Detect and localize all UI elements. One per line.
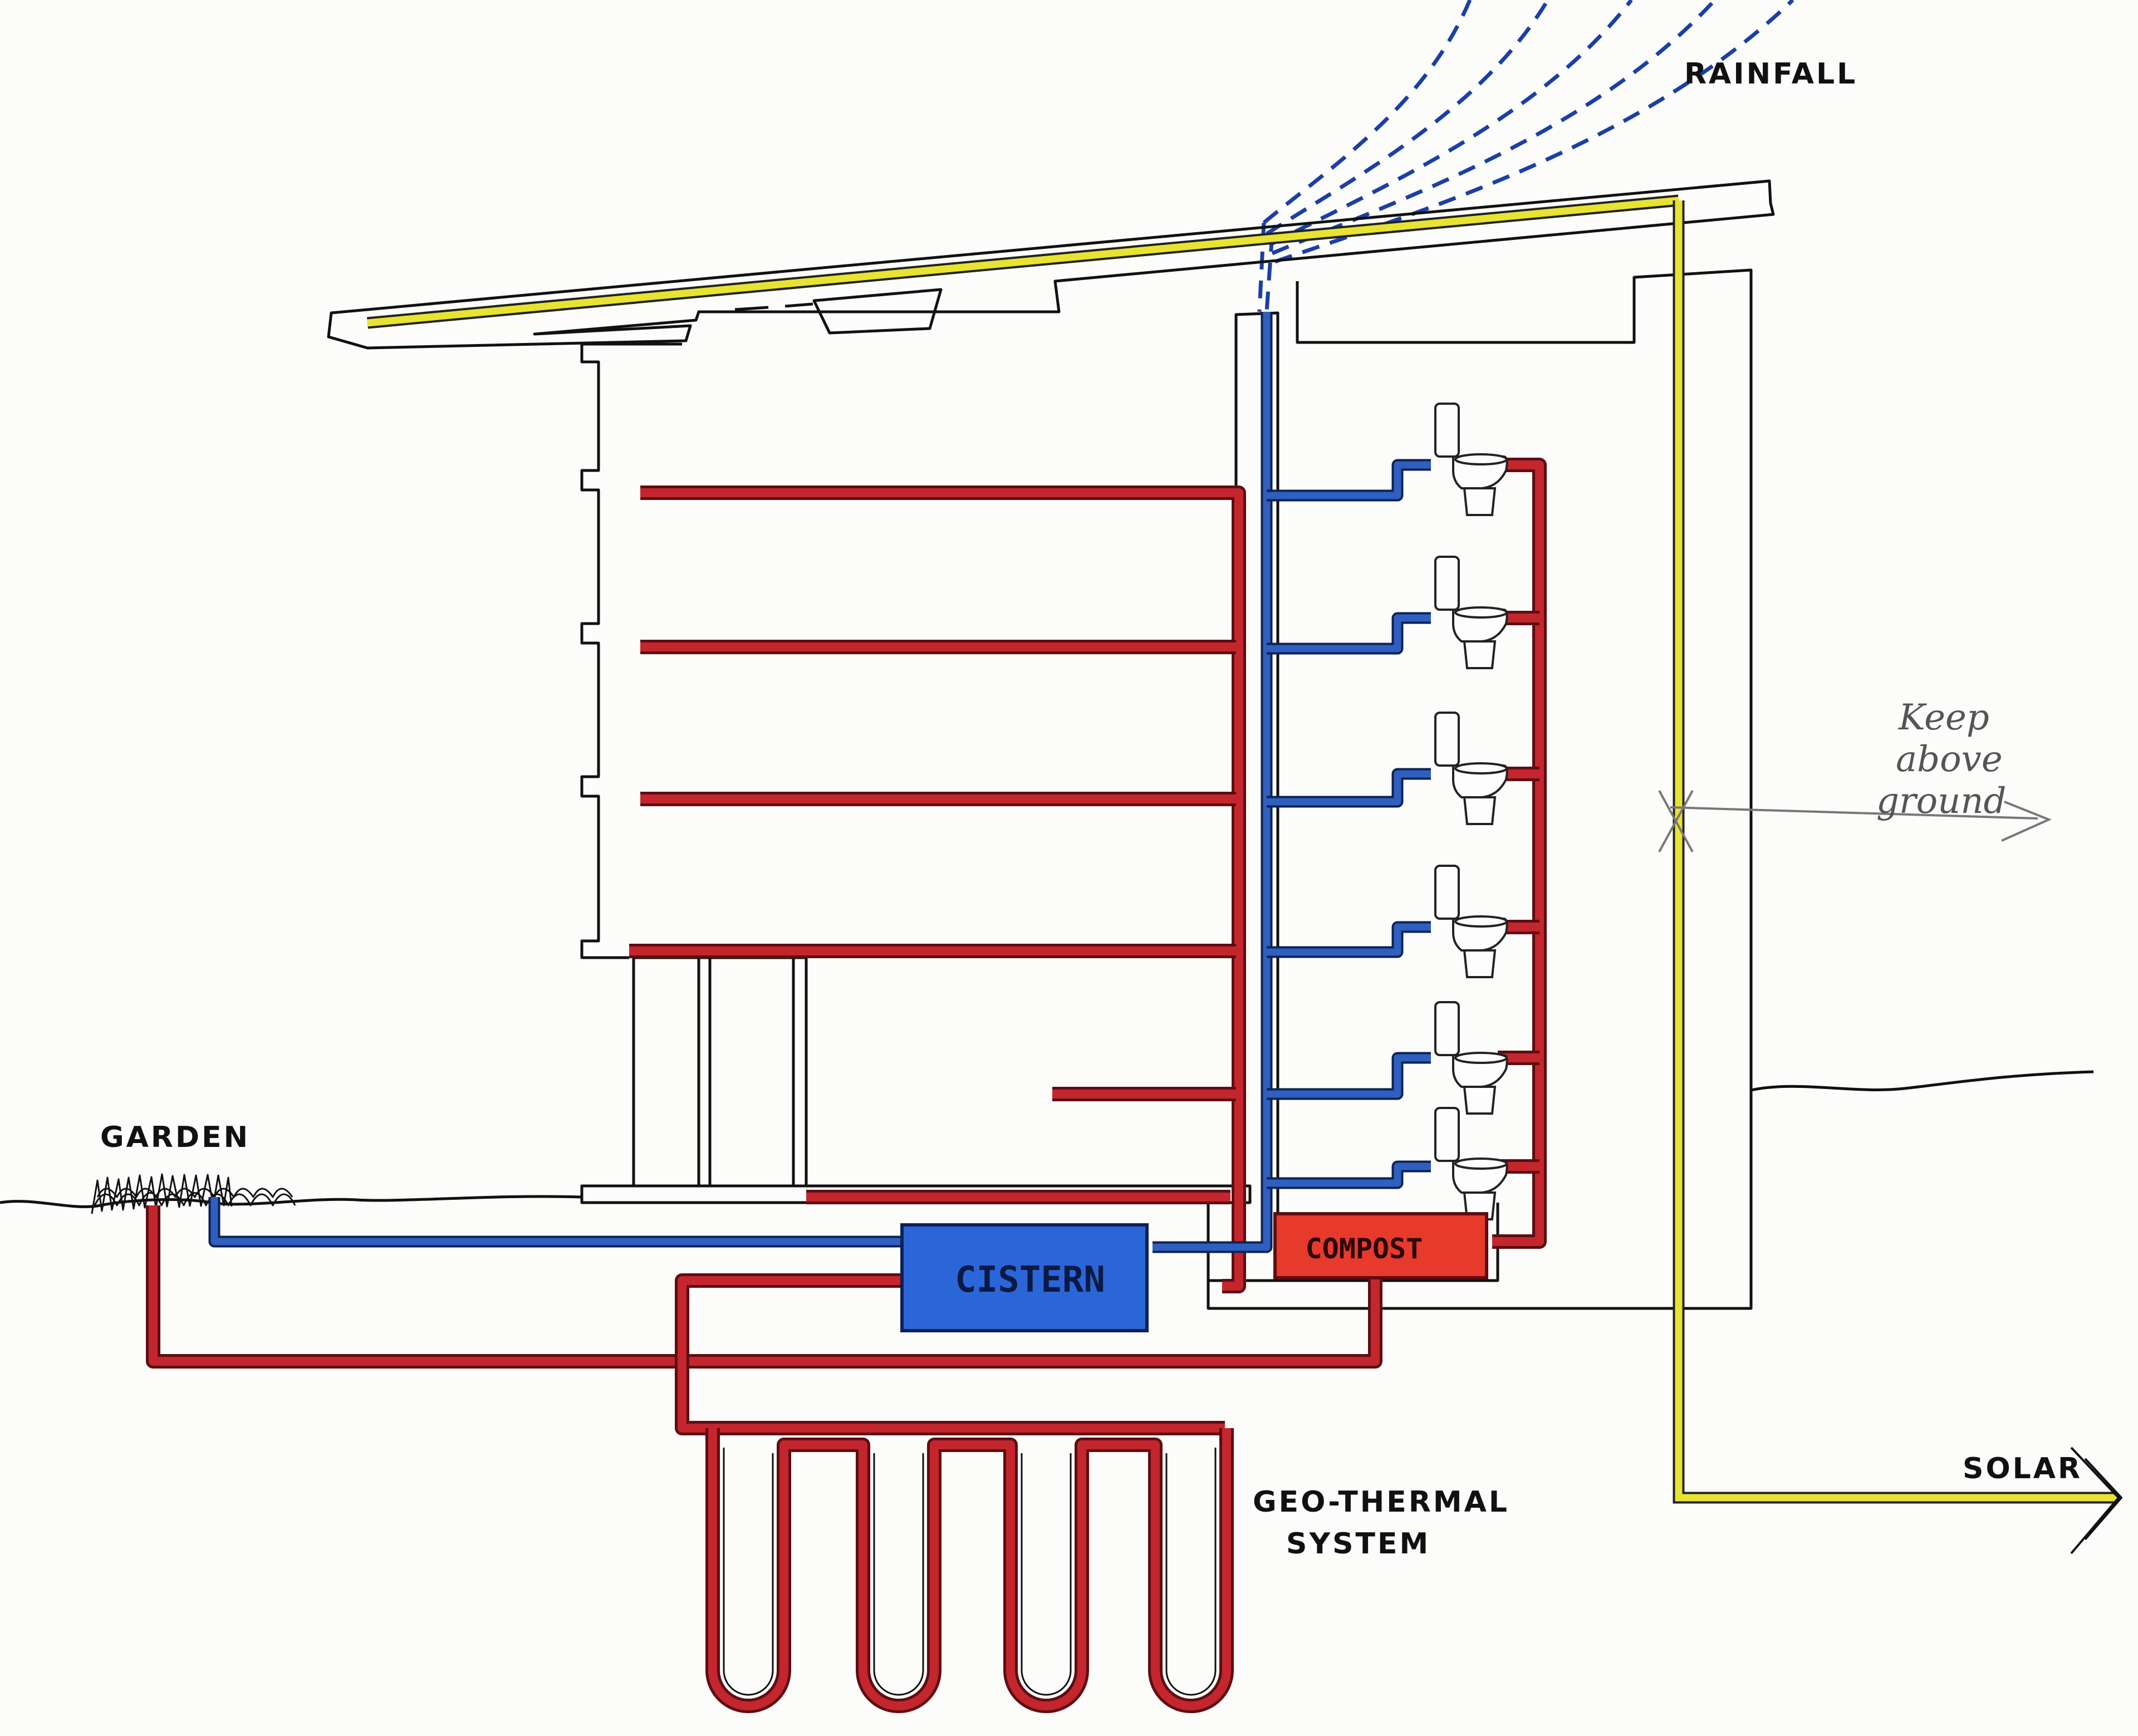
toilet-icon xyxy=(1434,1001,1508,1115)
toilets xyxy=(1434,403,1508,1220)
rainfall-label: RAINFALL xyxy=(1684,57,1857,91)
keep-above-ground-note xyxy=(1658,790,2052,852)
keep-label-line3: ground xyxy=(1876,781,2007,822)
toilet-icon xyxy=(1434,403,1508,516)
garden-label: GARDEN xyxy=(100,1121,250,1154)
toilet-icon xyxy=(1434,1107,1508,1220)
keep-label-line1: Keep xyxy=(1898,697,1989,738)
toilet-icon xyxy=(1434,556,1508,669)
geothermal-label-line1: GEO-THERMAL xyxy=(1253,1485,1509,1519)
warm-water-pipes xyxy=(146,458,1547,1435)
water-pipes xyxy=(208,312,1431,1253)
cistern-tank: CISTERN xyxy=(900,1223,1149,1332)
rainfall-streams xyxy=(1257,0,1794,312)
geothermal-loops xyxy=(705,1428,1234,1713)
geothermal-label-line2: SYSTEM xyxy=(1286,1527,1430,1561)
toilet-icon xyxy=(1434,712,1508,825)
keep-label-line2: above xyxy=(1896,739,2003,780)
solar-label: SOLAR xyxy=(1963,1452,2082,1485)
roof xyxy=(327,179,1775,350)
cistern-label: CISTERN xyxy=(955,1259,1105,1301)
toilet-icon xyxy=(1434,865,1508,978)
garden-grass xyxy=(91,1173,296,1214)
solar-line xyxy=(1673,200,2122,1554)
compost-label: COMPOST xyxy=(1306,1233,1423,1265)
compost-bin: COMPOST xyxy=(1273,1212,1488,1279)
building-section xyxy=(0,268,2094,1310)
